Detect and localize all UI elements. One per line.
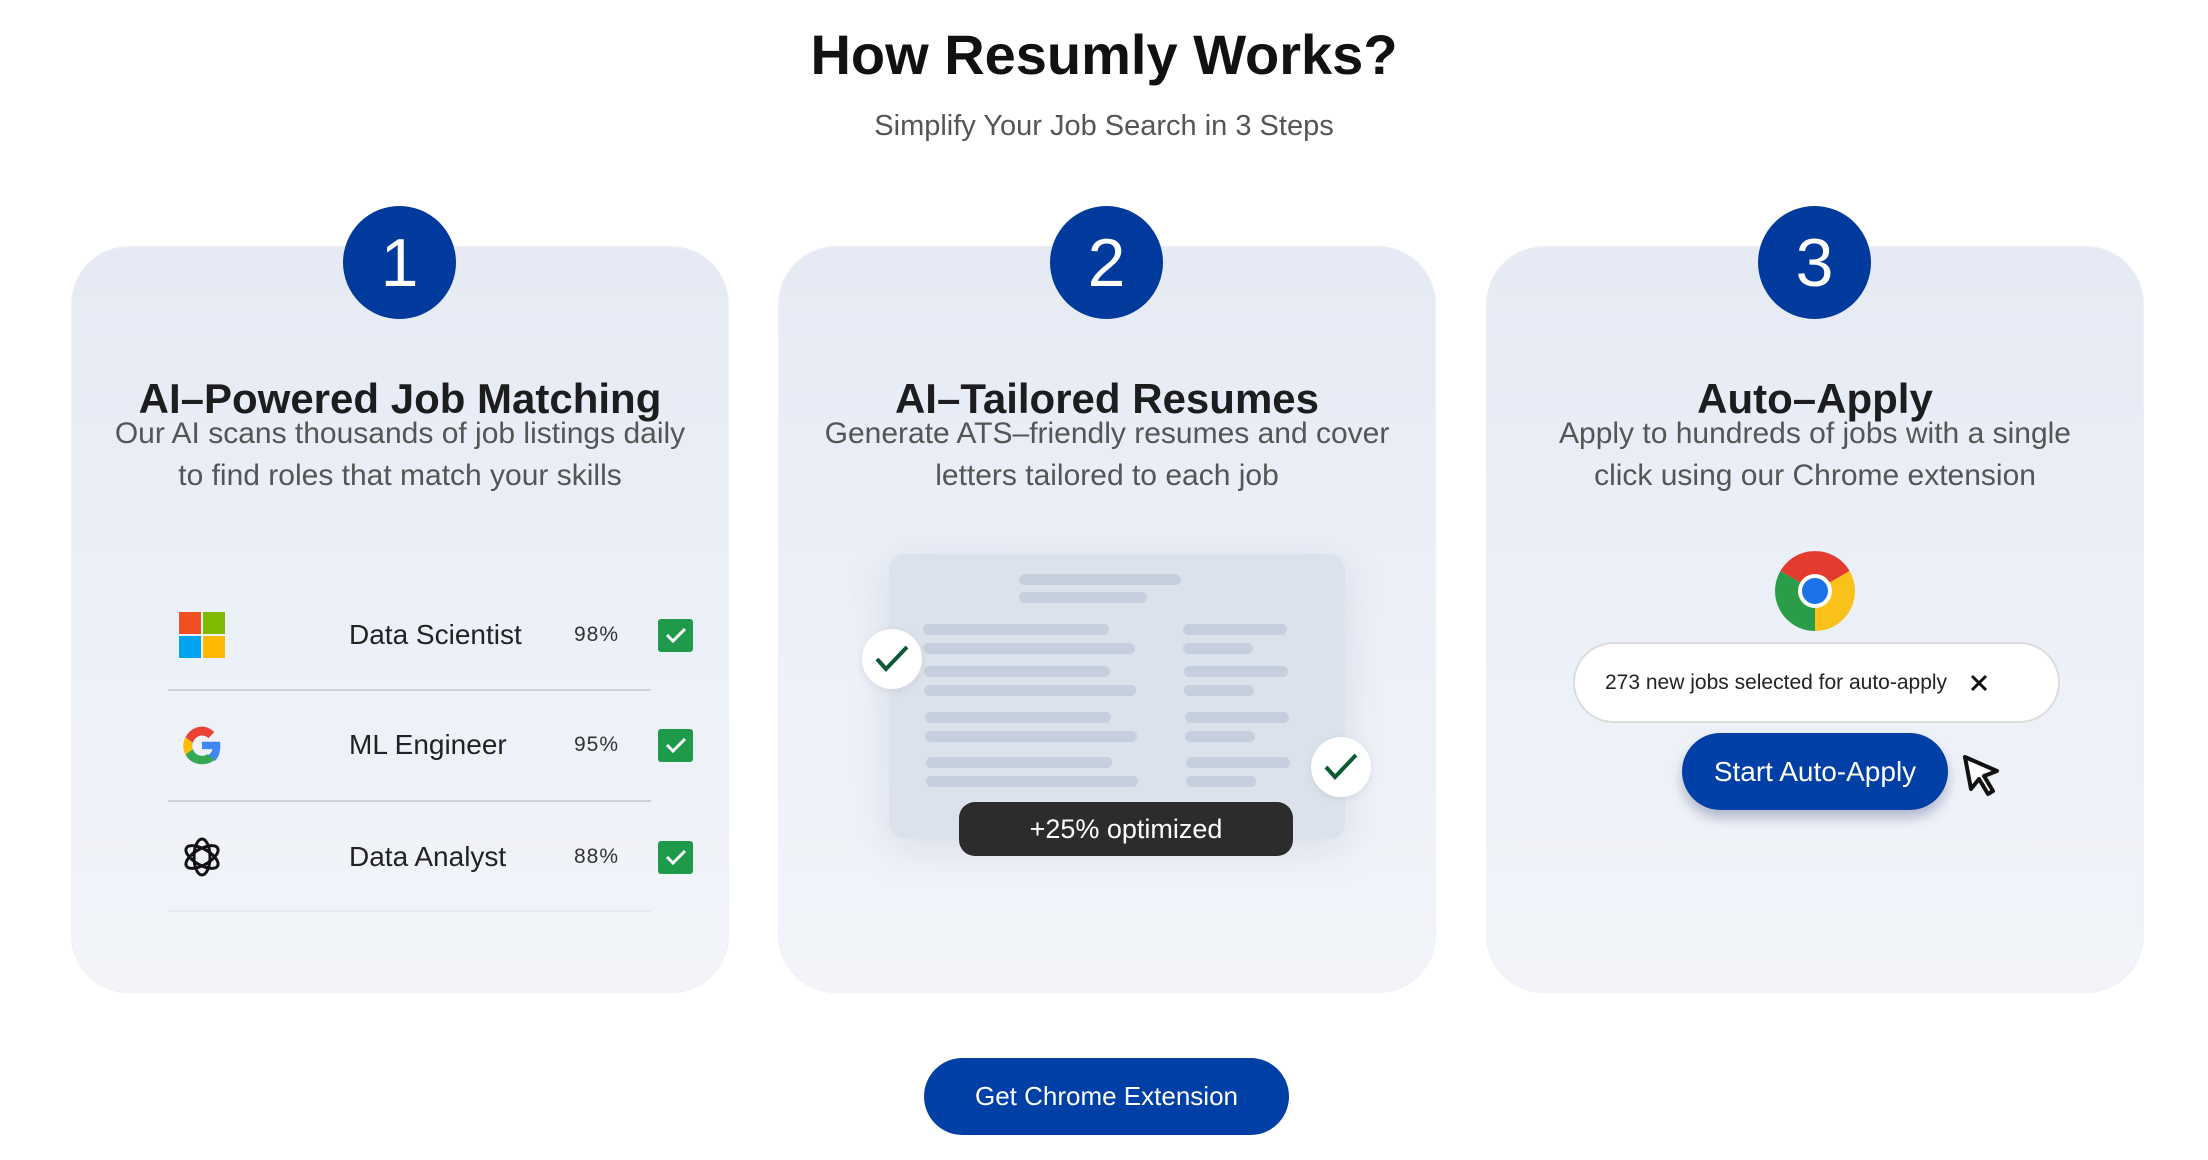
auto-apply-notification: 273 new jobs selected for auto-apply	[1573, 642, 2060, 723]
match-percent: 95%	[574, 733, 620, 756]
step-description: Generate ATS–friendly resumes and cover …	[824, 417, 1390, 492]
job-row: Data Analyst 88%	[168, 802, 693, 912]
step-title: AI–Tailored Resumes	[894, 375, 1320, 422]
chrome-logo-icon	[1775, 551, 1855, 636]
job-role: Data Analyst	[349, 841, 507, 872]
step-card-2: AI–Tailored Resumes Generate ATS–friendl…	[778, 246, 1436, 993]
step-number-2: 2	[1050, 206, 1163, 319]
google-logo-icon	[178, 721, 226, 769]
step-title: Auto–Apply	[1697, 375, 1933, 422]
divider	[168, 910, 651, 912]
match-percent: 98%	[574, 623, 620, 646]
start-auto-apply-button[interactable]: Start Auto-Apply	[1682, 733, 1948, 810]
job-row: Data Scientist 98%	[168, 580, 693, 690]
match-percent: 88%	[574, 845, 620, 868]
checkbox-checked[interactable]	[658, 728, 693, 762]
page-title: How Resumly Works?	[810, 23, 1398, 86]
get-chrome-extension-button[interactable]: Get Chrome Extension	[924, 1058, 1289, 1135]
step-title: AI–Powered Job Matching	[138, 375, 662, 422]
job-role: ML Engineer	[349, 729, 507, 760]
checkbox-checked[interactable]	[658, 618, 693, 652]
step-card-1: AI–Powered Job Matching Our AI scans tho…	[71, 246, 729, 993]
divider	[168, 800, 651, 802]
page-subtitle: Simplify Your Job Search in 3 Steps	[874, 110, 1334, 142]
microsoft-logo-icon	[178, 611, 226, 659]
cursor-arrow-icon	[1961, 754, 2005, 803]
step-card-3: Auto–Apply Apply to hundreds of jobs wit…	[1486, 246, 2144, 993]
notification-text: 273 new jobs selected for auto-apply	[1605, 670, 1948, 694]
openai-logo-icon	[178, 833, 226, 881]
check-icon	[1311, 737, 1371, 797]
step-number-3: 3	[1758, 206, 1871, 319]
optimized-badge: +25% optimized	[959, 802, 1293, 856]
job-row: ML Engineer 95%	[168, 690, 693, 800]
close-icon[interactable]	[1969, 673, 1989, 693]
checkbox-checked[interactable]	[658, 840, 693, 874]
step-number-1: 1	[343, 206, 456, 319]
resume-preview	[889, 554, 1345, 839]
job-role: Data Scientist	[349, 619, 522, 650]
divider	[168, 689, 651, 691]
step-description: Our AI scans thousands of job listings d…	[114, 417, 686, 492]
step-description: Apply to hundreds of jobs with a single …	[1559, 417, 2071, 492]
check-icon	[862, 629, 922, 689]
